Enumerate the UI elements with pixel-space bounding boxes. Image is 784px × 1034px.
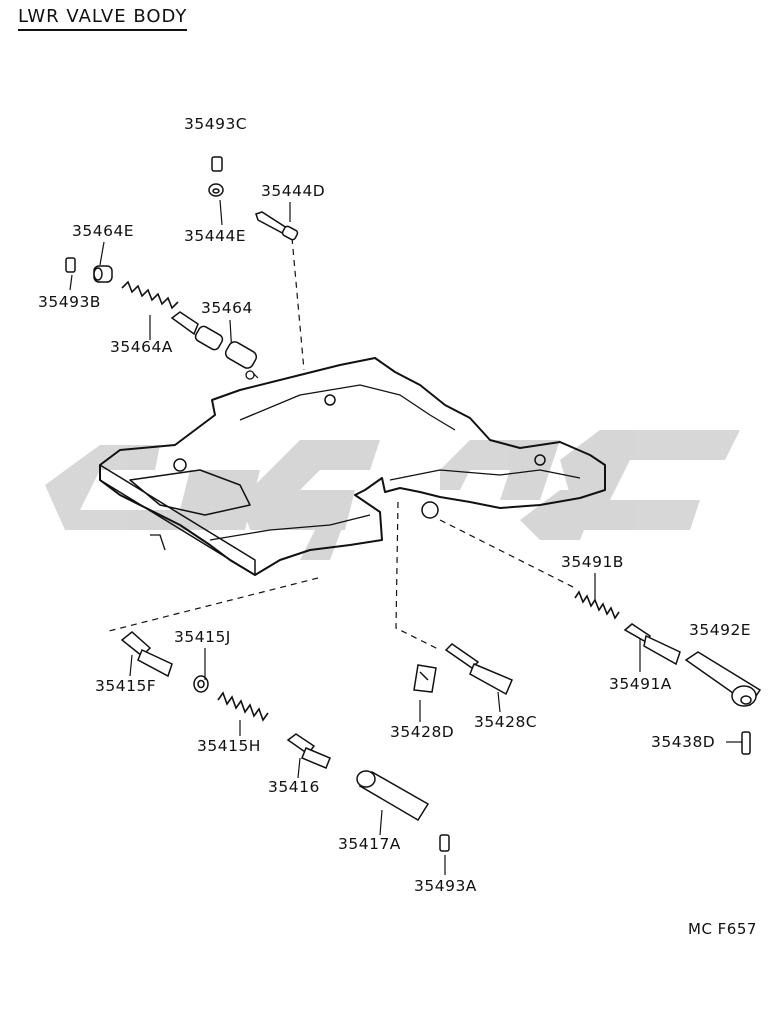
part-35493B-plug: [65, 257, 76, 273]
part-35444D-valve: [255, 211, 299, 241]
watermark-logo: [45, 430, 740, 560]
label-35464A: 35464A: [110, 338, 173, 356]
label-35492E: 35492E: [689, 621, 752, 639]
part-35493C-plug: [211, 156, 223, 172]
part-35464A-spring: [121, 280, 179, 310]
label-35415H: 35415H: [197, 737, 261, 755]
label-35491B: 35491B: [561, 553, 624, 571]
label-35415J: 35415J: [174, 628, 231, 646]
label-35493B: 35493B: [38, 293, 101, 311]
label-35428C: 35428C: [474, 713, 538, 731]
label-35491A: 35491A: [609, 675, 672, 693]
part-35415J-washer: [193, 675, 209, 693]
part-35491A-valve: [623, 623, 681, 666]
part-35428D-clip: [413, 664, 437, 693]
part-35491B-spring: [574, 590, 620, 620]
part-35493A-plug: [439, 834, 450, 852]
part-35415H-spring: [217, 691, 269, 722]
label-35428D: 35428D: [390, 723, 455, 741]
part-35417A-sleeve: [356, 770, 430, 822]
lower-valve-body: [99, 357, 606, 576]
label-35464: 35464: [201, 299, 253, 317]
label-35464E: 35464E: [72, 222, 135, 240]
label-35415F: 35415F: [95, 677, 157, 695]
label-35438D: 35438D: [651, 733, 716, 751]
label-35416: 35416: [268, 778, 320, 796]
part-35428C-valve: [444, 643, 513, 696]
label-35493C: 35493C: [184, 115, 248, 133]
label-35417A: 35417A: [338, 835, 401, 853]
part-35464E-sleeve: [93, 265, 113, 283]
diagram-code: MC F657: [688, 920, 757, 938]
part-35415F-valve: [120, 631, 173, 678]
label-35493A: 35493A: [414, 877, 477, 895]
leader-lines: [69, 199, 742, 875]
diagram-title: LWR VALVE BODY: [18, 6, 188, 31]
part-35464-valve: [170, 311, 258, 369]
part-35438D-pin: [741, 731, 751, 755]
part-35444E-sleeve: [208, 183, 224, 197]
label-35444D: 35444D: [261, 182, 326, 200]
assembly-guide-lines: [104, 237, 576, 651]
label-35444E: 35444E: [184, 227, 247, 245]
part-35416-valve: [286, 733, 331, 769]
part-35492E-sleeve: [684, 651, 762, 707]
